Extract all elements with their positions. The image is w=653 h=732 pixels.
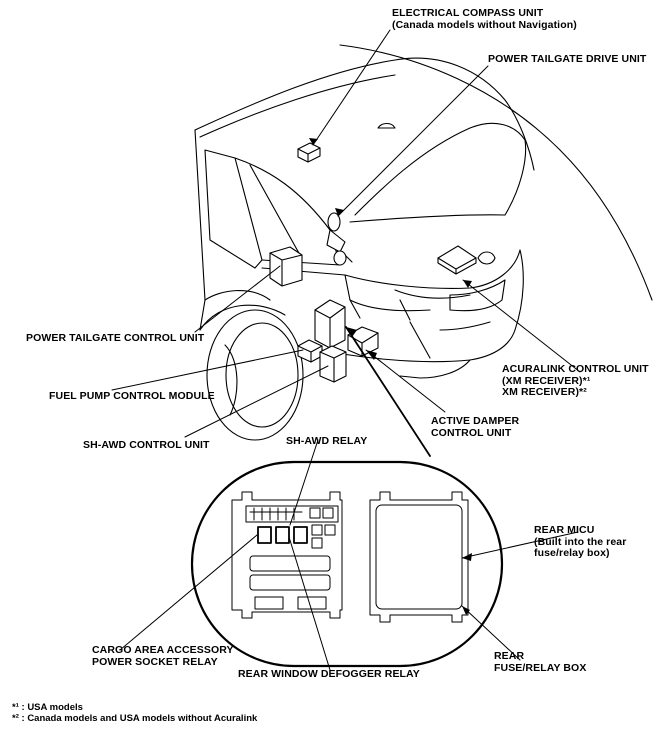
tailgate-control-box bbox=[269, 246, 303, 287]
label-acuralink-line2: (XM RECEIVER)*¹ bbox=[502, 374, 591, 387]
label-compass-line1: ELECTRICAL COMPASS UNIT bbox=[392, 7, 544, 19]
shawd-control-box bbox=[319, 345, 347, 383]
label-fuel-pump-text: FUEL PUMP CONTROL MODULE bbox=[49, 390, 215, 402]
label-rear-fuse-line2: FUSE/RELAY BOX bbox=[494, 661, 587, 674]
label-defogger-text: REAR WINDOW DEFOGGER RELAY bbox=[238, 668, 420, 680]
label-rear-micu-line3: fuse/relay box) bbox=[534, 547, 610, 559]
label-rear-micu-line1: REAR MICU bbox=[534, 524, 595, 536]
relay-block bbox=[231, 491, 343, 619]
acuralink-box bbox=[437, 245, 477, 275]
label-shawd-relay-text: SH-AWD RELAY bbox=[286, 435, 368, 447]
label-sh-awd-control-unit: SH-AWD CONTROL UNIT bbox=[83, 439, 210, 452]
arrowheads bbox=[309, 138, 472, 615]
footnote-1-mark: *¹ bbox=[12, 702, 19, 713]
relay-defogger bbox=[293, 526, 308, 544]
leader-lines bbox=[111, 29, 581, 671]
label-acuralink-line3: XM RECEIVER)*² bbox=[502, 386, 587, 398]
footnote-1: *¹ : USA models bbox=[12, 702, 83, 713]
detail-callout bbox=[190, 460, 504, 668]
relay-sh-awd bbox=[275, 526, 290, 544]
label-rear-fuse-relay-box: REAR FUSE/RELAY BOX bbox=[494, 650, 587, 674]
footnote-2-mark: *² bbox=[12, 713, 19, 724]
rear-fuse-box bbox=[369, 491, 469, 623]
label-fuel-pump-control-module: FUEL PUMP CONTROL MODULE bbox=[49, 390, 215, 403]
compass-unit-box bbox=[297, 142, 321, 163]
label-shawd-control-text: SH-AWD CONTROL UNIT bbox=[83, 439, 210, 451]
vehicle-components bbox=[269, 142, 477, 383]
label-cargo-line1: CARGO AREA ACCESSORY bbox=[92, 644, 234, 656]
label-rear-micu-line2: (Built into the rear bbox=[534, 535, 627, 548]
label-compass-line2: (Canada models without Navigation) bbox=[392, 18, 577, 31]
label-rear-micu: REAR MICU (Built into the rear fuse/rela… bbox=[534, 524, 627, 560]
label-electrical-compass-unit: ELECTRICAL COMPASS UNIT (Canada models w… bbox=[392, 7, 577, 31]
footnote-1-text: : USA models bbox=[21, 702, 83, 713]
active-damper-box bbox=[347, 326, 379, 357]
label-acuralink-control-unit: ACURALINK CONTROL UNIT (XM RECEIVER)*¹ X… bbox=[502, 363, 649, 399]
label-acuralink-line1: ACURALINK CONTROL UNIT bbox=[502, 363, 649, 375]
footnote-2-text: : Canada models and USA models without A… bbox=[21, 713, 258, 724]
label-tailgate-drive-text: POWER TAILGATE DRIVE UNIT bbox=[488, 53, 647, 65]
label-power-tailgate-drive-unit: POWER TAILGATE DRIVE UNIT bbox=[488, 53, 647, 66]
label-active-damper-control-unit: ACTIVE DAMPER CONTROL UNIT bbox=[431, 415, 520, 439]
tailgate-drive-unit bbox=[326, 212, 353, 266]
label-tailgate-control-text: POWER TAILGATE CONTROL UNIT bbox=[26, 332, 205, 344]
label-active-damper-line2: CONTROL UNIT bbox=[431, 426, 512, 439]
label-active-damper-line1: ACTIVE DAMPER bbox=[431, 415, 520, 427]
label-cargo-line2: POWER SOCKET RELAY bbox=[92, 655, 218, 668]
label-rear-window-defogger-relay: REAR WINDOW DEFOGGER RELAY bbox=[238, 668, 420, 681]
label-sh-awd-relay: SH-AWD RELAY bbox=[286, 435, 368, 448]
relay-cargo bbox=[257, 526, 272, 544]
label-rear-fuse-line1: REAR bbox=[494, 650, 525, 662]
footnote-2: *² : Canada models and USA models withou… bbox=[12, 713, 257, 724]
label-cargo-area-relay: CARGO AREA ACCESSORY POWER SOCKET RELAY bbox=[92, 644, 234, 668]
label-power-tailgate-control-unit: POWER TAILGATE CONTROL UNIT bbox=[26, 332, 205, 345]
